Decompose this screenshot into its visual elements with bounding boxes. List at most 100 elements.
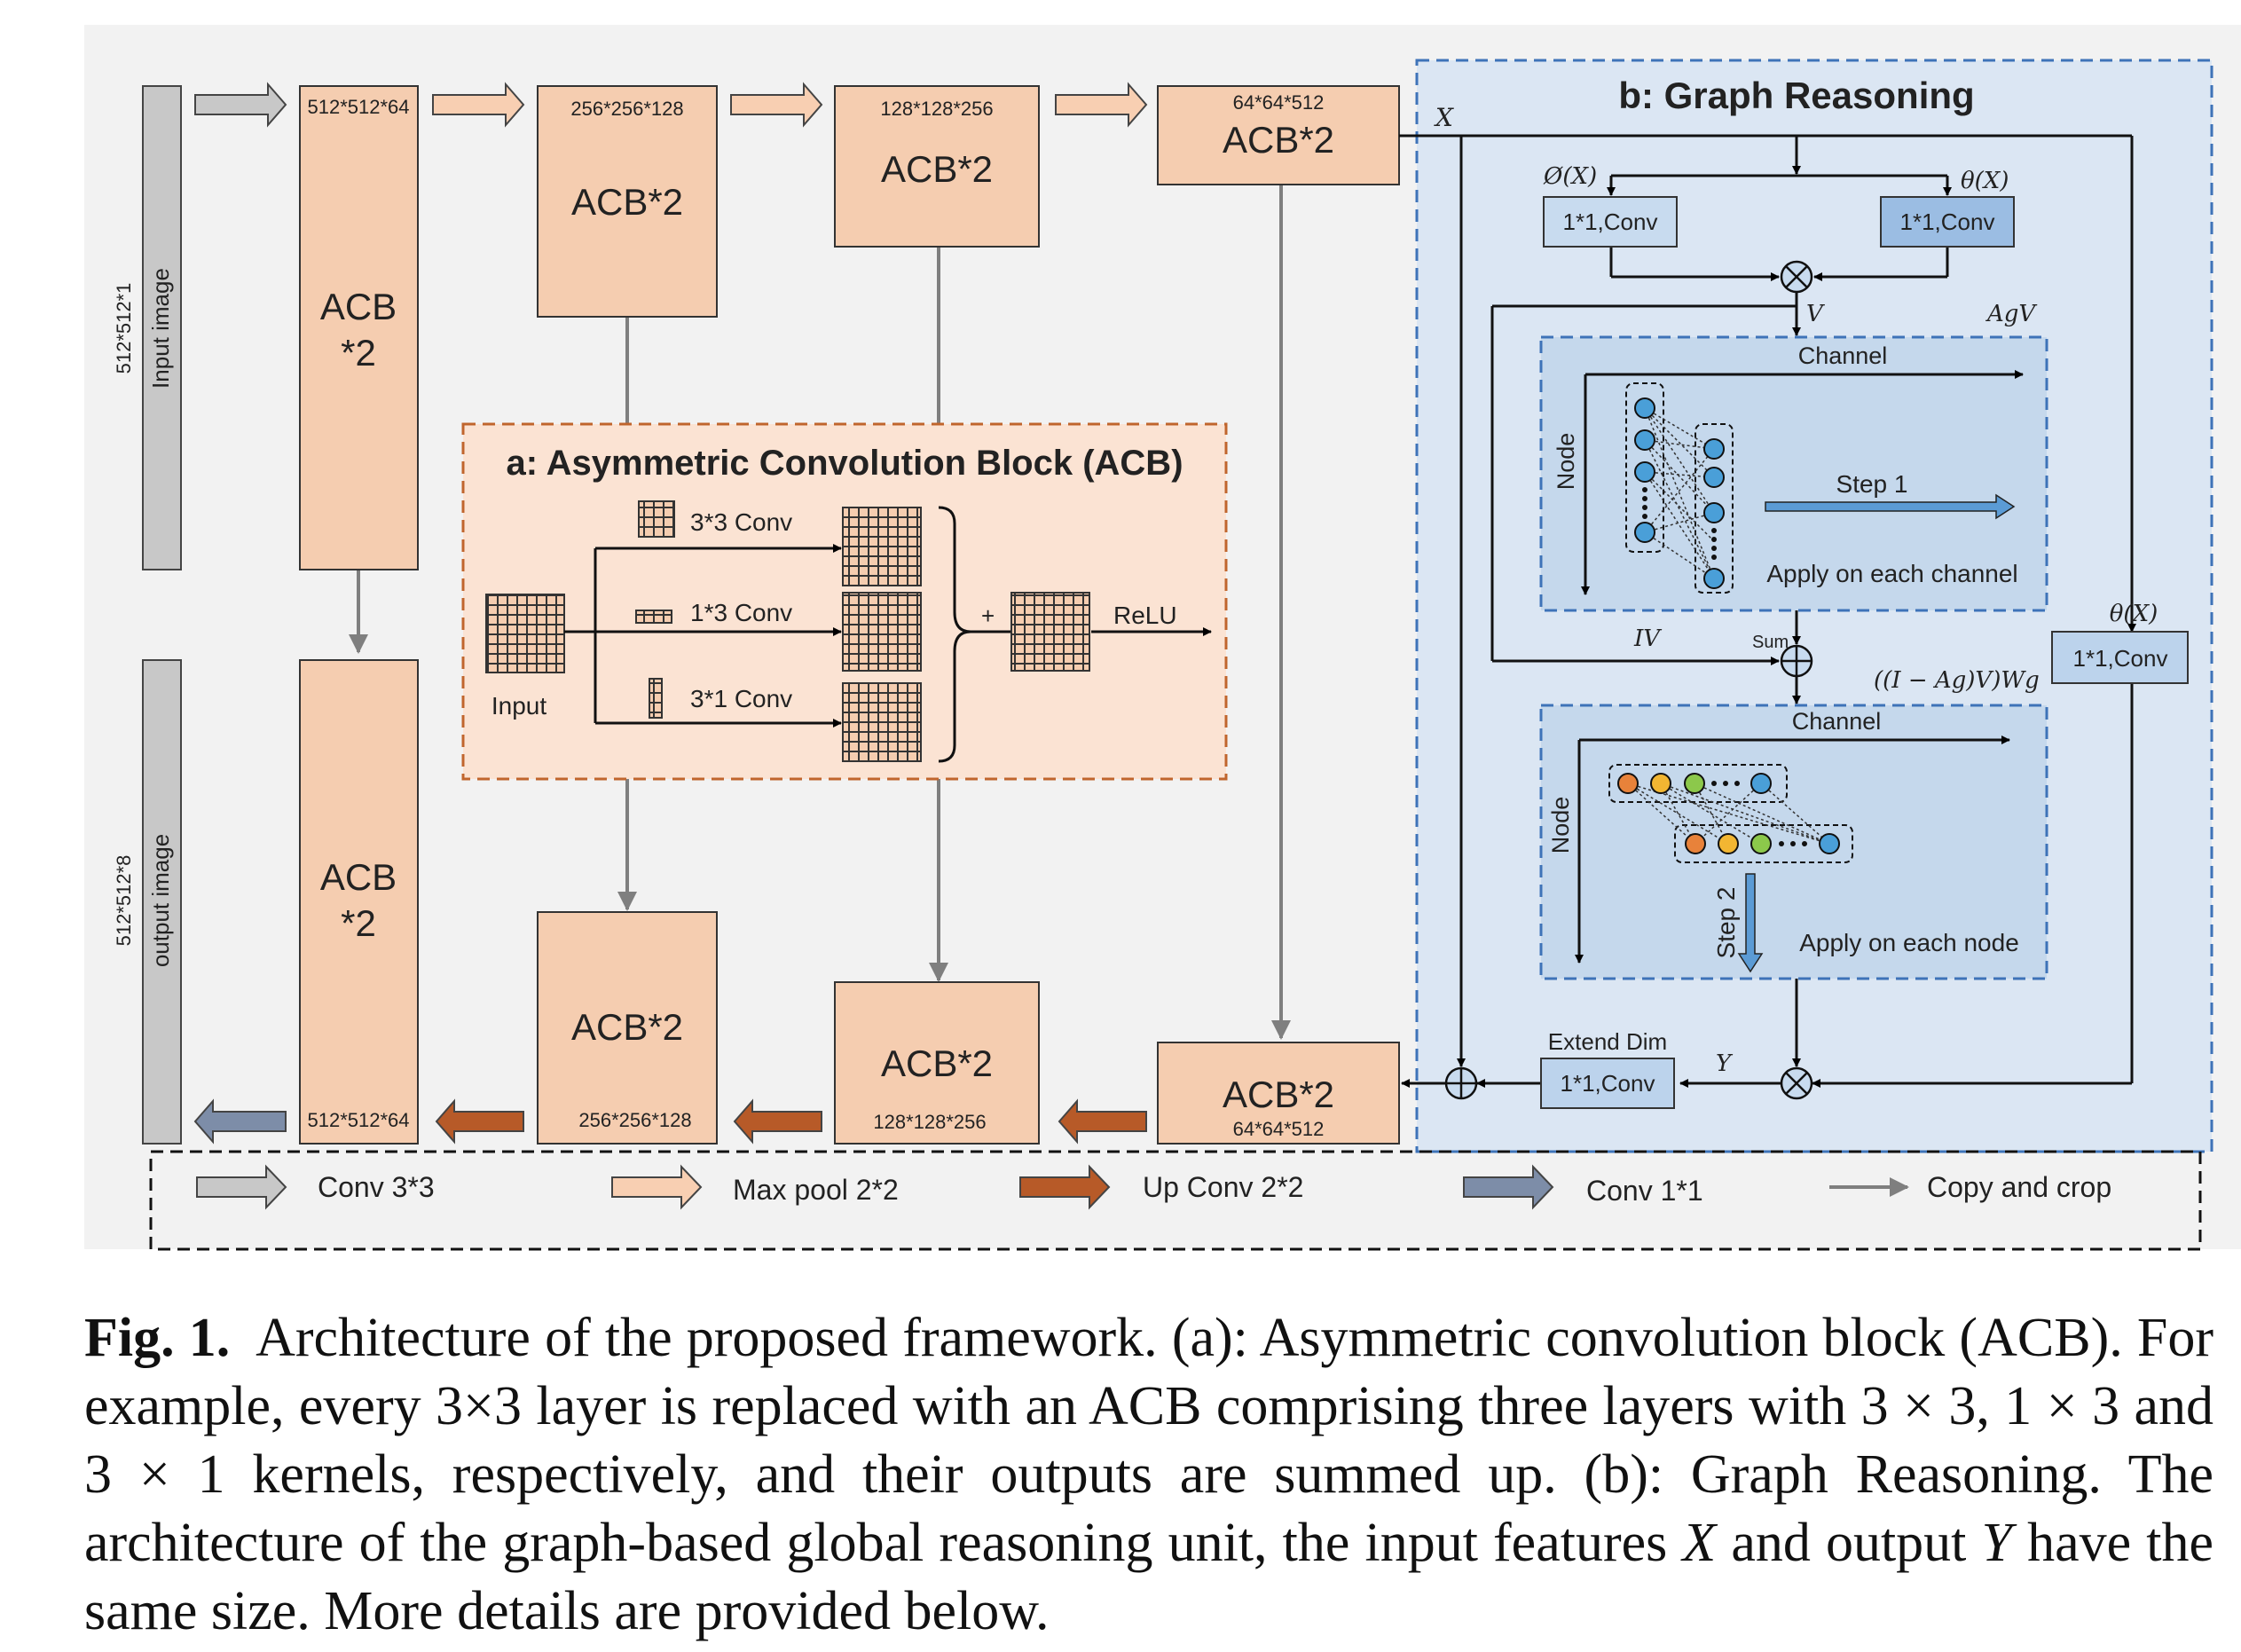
branch-label-3x1: 3*1 Conv xyxy=(690,685,792,712)
x-label: X xyxy=(1434,103,1454,132)
relu-label: ReLU xyxy=(1113,602,1177,629)
graph-node xyxy=(1617,773,1639,794)
step2-box: Channel Node xyxy=(1539,704,2048,980)
top-flow-arrows xyxy=(194,82,1148,128)
agv-label: AgV xyxy=(1985,301,2037,327)
graph-node xyxy=(1634,429,1655,451)
legend-conv1x1-icon xyxy=(1463,1164,1554,1210)
acb-panel: a: Asymmetric Convolution Block (ACB) In… xyxy=(461,422,1228,781)
node-row-bottom xyxy=(1674,824,1853,863)
step2-edges xyxy=(1627,783,1830,845)
output-image-bar: output image 512*512*8 xyxy=(113,659,182,1145)
decoder-block-2-size: 256*256*128 xyxy=(578,1109,691,1131)
decoder-block-4: ACB*2 64*64*512 xyxy=(1157,1042,1400,1145)
graph-node xyxy=(1718,833,1739,854)
maxpool-arrow-icon xyxy=(730,82,823,128)
legend-label-maxpool: Max pool 2*2 xyxy=(733,1174,899,1206)
node-label-2: Node xyxy=(1547,797,1574,854)
graph-node xyxy=(1685,833,1706,854)
encoder-block-2-label: ACB*2 xyxy=(571,181,683,223)
apply-each-channel: Apply on each channel xyxy=(1766,560,2017,587)
figure-number: Fig. 1. xyxy=(84,1308,231,1368)
y-label: Y xyxy=(1716,1050,1734,1077)
decoder-block-2: ACB*2 256*256*128 xyxy=(537,911,718,1145)
legend-maxpool-icon xyxy=(611,1164,703,1210)
legend-label-copy: Copy and crop xyxy=(1927,1171,2111,1203)
output-grid-3x1 xyxy=(842,682,922,762)
acb-input-grid xyxy=(485,594,565,673)
svg-text:1*1,Conv: 1*1,Conv xyxy=(2073,645,2168,672)
graph-node xyxy=(1750,833,1772,854)
legend: Conv 3*3 Max pool 2*2 Up Conv 2*2 Conv 1… xyxy=(149,1150,2202,1251)
encoder-block-3-label: ACB*2 xyxy=(881,148,993,190)
node-row-top xyxy=(1608,764,1788,803)
legend-upconv-icon xyxy=(1019,1164,1111,1210)
upconv-arrow-icon xyxy=(1058,1098,1147,1145)
theta-conv-box: 1*1,Conv xyxy=(1880,196,2015,248)
kernel-1x3-icon xyxy=(635,610,672,624)
decoder-block-3-size: 128*128*256 xyxy=(873,1111,986,1133)
graph-node xyxy=(1634,522,1655,543)
legend-label-conv1x1: Conv 1*1 xyxy=(1586,1175,1703,1207)
phi-label: Ø(X) xyxy=(1543,163,1597,190)
legend-label-conv3x3: Conv 3*3 xyxy=(318,1171,435,1203)
channel-label-1: Channel xyxy=(1798,342,1888,369)
encoder-block-4-label: ACB*2 xyxy=(1223,119,1334,161)
decoder-block-1-size: 512*512*64 xyxy=(307,1109,409,1131)
encoder-block-3-size: 128*128*256 xyxy=(880,98,993,120)
multiply-icon xyxy=(1780,1066,1813,1100)
sum-icon xyxy=(1780,644,1813,678)
input-image-size: 512*512*1 xyxy=(113,283,135,374)
caption-var-y: Y xyxy=(1981,1513,2012,1573)
copy-crop-connections xyxy=(349,185,1291,1040)
node-group-left xyxy=(1625,382,1664,553)
step1-arrow-icon xyxy=(1765,493,2016,520)
upconv-arrow-icon xyxy=(733,1098,822,1145)
graph-node xyxy=(1703,438,1725,460)
step2-label: Step 2 xyxy=(1712,887,1740,959)
decoder-block-1-label-2: *2 xyxy=(341,902,376,944)
svg-text:1*1,Conv: 1*1,Conv xyxy=(1561,1070,1655,1097)
theta-conv-box-right: 1*1,Conv xyxy=(2051,631,2189,684)
acb-plus: + xyxy=(981,602,995,629)
upconv-arrow-icon xyxy=(435,1098,524,1145)
decoder-block-2-label: ACB*2 xyxy=(571,1006,683,1048)
v-label: V xyxy=(1806,301,1825,327)
graph-node xyxy=(1634,461,1655,483)
theta-label-right: θ(X) xyxy=(2110,601,2158,627)
apply-each-node: Apply on each node xyxy=(1799,929,2019,956)
phi-conv-box: 1*1,Conv xyxy=(1543,196,1678,248)
graph-node xyxy=(1750,773,1772,794)
acb-output-grid xyxy=(1010,592,1090,672)
graph-node xyxy=(1819,833,1840,854)
conv3x3-arrow-icon xyxy=(194,82,287,128)
output-image-size: 512*512*8 xyxy=(113,855,135,947)
acb-input-label: Input xyxy=(491,692,546,720)
maxpool-arrow-icon xyxy=(432,82,525,128)
extend-conv-box: 1*1,Conv xyxy=(1540,1058,1675,1109)
step1-edges xyxy=(1644,407,1715,579)
encoder-block-2-size: 256*256*128 xyxy=(570,98,683,120)
decoder-block-4-size: 64*64*512 xyxy=(1233,1118,1325,1140)
graph-reasoning-panel: b: Graph Reasoning X xyxy=(1399,59,2213,1153)
branch-label-1x3: 1*3 Conv xyxy=(690,599,792,626)
encoder-block-4: 64*64*512 ACB*2 xyxy=(1157,85,1400,185)
decoder-block-1: ACB *2 512*512*64 xyxy=(299,659,419,1145)
caption-var-x: X xyxy=(1682,1513,1717,1573)
encoder-block-2: 256*256*128 ACB*2 xyxy=(537,85,718,318)
iv-label: IV xyxy=(1633,625,1662,652)
svg-text:1*1,Conv: 1*1,Conv xyxy=(1563,208,1658,235)
formula-label: ((I − Ag)V)Wg xyxy=(1874,667,2040,694)
channel-label-2: Channel xyxy=(1792,708,1882,735)
graph-node xyxy=(1634,397,1655,419)
architecture-diagram: Input image 512*512*1 output image 512*5… xyxy=(84,25,2241,1251)
graph-node xyxy=(1703,568,1725,589)
node-label-1: Node xyxy=(1553,433,1579,491)
theta-label-top: θ(X) xyxy=(1961,168,2009,194)
encoder-block-1-label-2: *2 xyxy=(341,332,376,374)
multiply-icon xyxy=(1780,260,1813,294)
encoder-block-3: 128*128*256 ACB*2 xyxy=(834,85,1040,248)
graph-node xyxy=(1650,773,1671,794)
figure-caption: Fig. 1. Architecture of the proposed fra… xyxy=(84,1304,2213,1646)
graph-node xyxy=(1703,467,1725,488)
